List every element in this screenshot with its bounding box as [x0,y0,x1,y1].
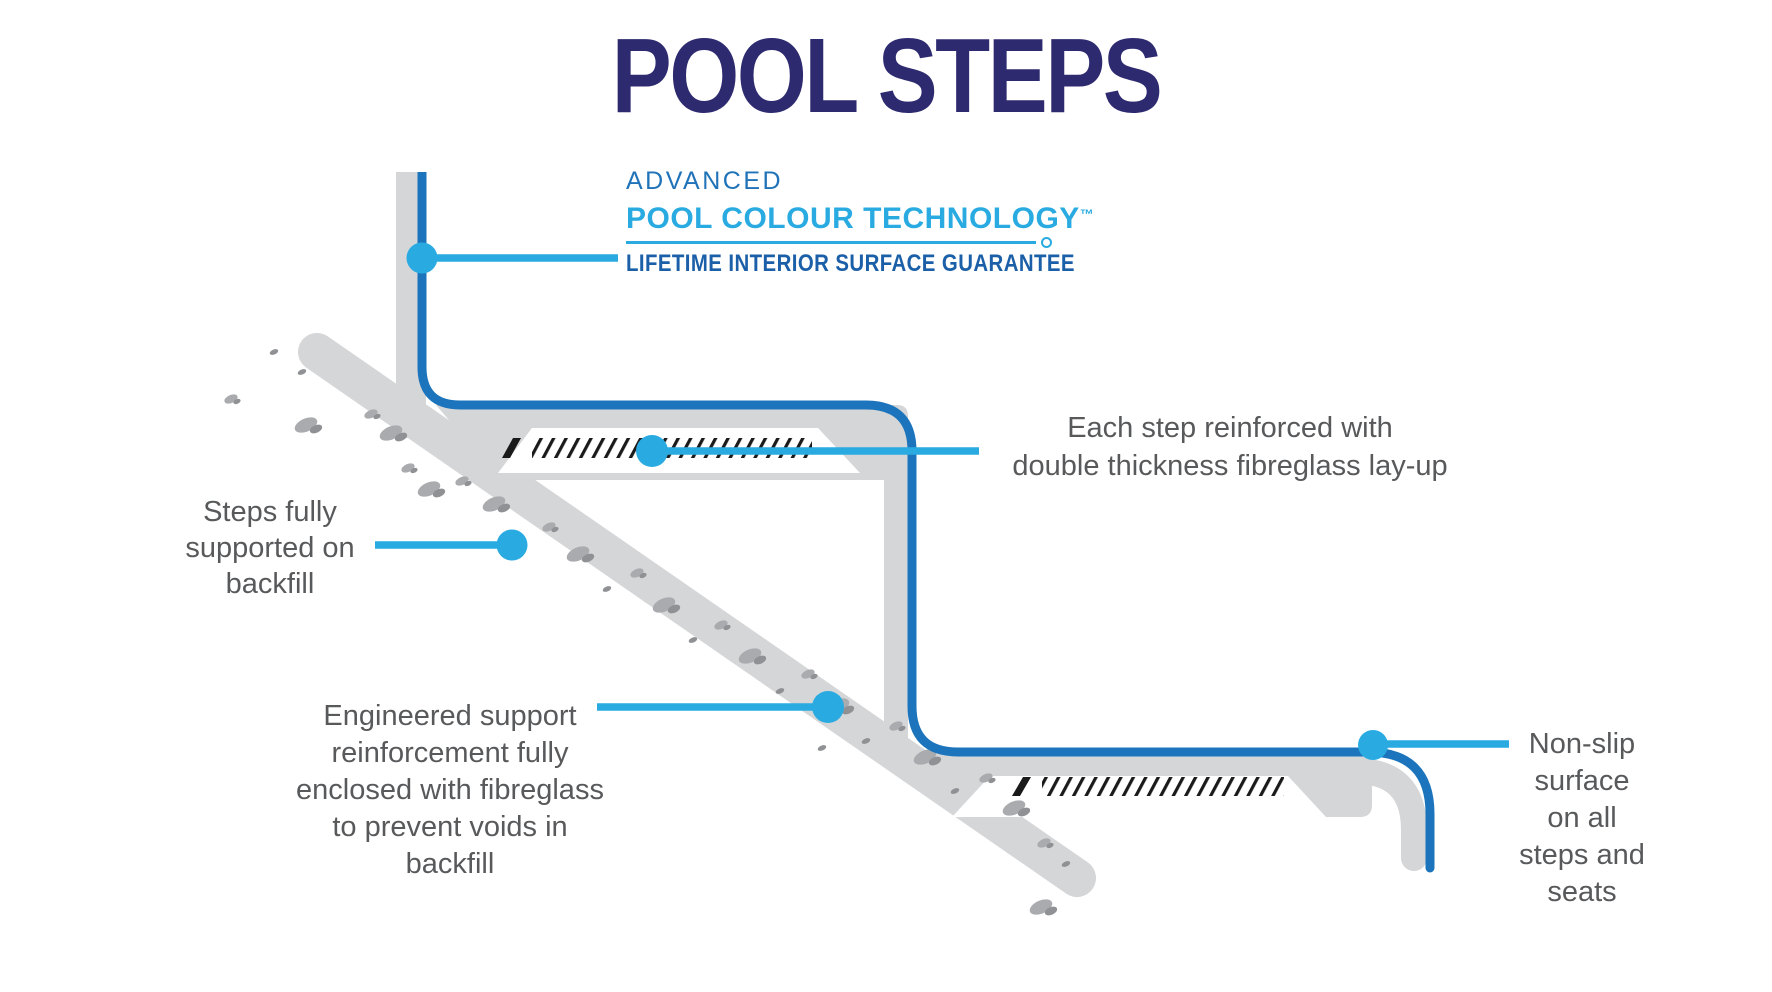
pebble [269,349,279,355]
callout-text-line: backfill [405,848,495,880]
callout-text-line: Non-slip [1528,728,1636,760]
callout-non-slip: Non-slip surface on all steps and seats [1519,726,1645,911]
pebble [688,637,698,643]
pebble [1046,842,1054,849]
pebble [1044,906,1058,916]
pebble [497,503,511,513]
callout-text-line: enclosed with fibreglass [296,774,604,806]
callout-text-line: Each step reinforced with [1067,412,1393,444]
pebble [898,725,906,732]
underline-end-circle [1041,237,1052,248]
branding-advanced-label: ADVANCED [626,167,784,195]
branding-lifetime-guarantee-label: LIFETIME INTERIOR SURFACE GUARANTEE [626,250,1075,277]
pebble [309,424,323,434]
pebble [639,572,647,579]
pebble [373,413,381,420]
step-2-hatch [1042,777,1284,796]
pebble [861,738,871,744]
callout-text-line: supported on [185,532,355,564]
pebble [723,624,731,631]
pebble [817,745,827,751]
callout-text-line: backfill [225,568,315,600]
pool-outline-tip [1425,863,1435,873]
callout-text-line: double thickness fibreglass lay-up [1012,450,1448,482]
callout-text-line: Engineered support [323,700,577,732]
pebble [950,788,960,794]
pebble [551,526,559,533]
step-1-hatch-start-mark [502,438,521,458]
callout-dot-non-slip [1358,730,1388,760]
callout-each-step: Each step reinforced with double thickne… [1012,409,1447,485]
callout-text-line: Steps fully [203,496,337,528]
step-riser-band [884,430,908,760]
callout-text-line: steps and [1519,839,1645,871]
pebble [581,553,595,563]
branding-pool-colour-technology-label: POOL COLOUR TECHNOLOGY™ [626,196,1154,237]
pebble [753,655,767,665]
advanced-tech-branding: ADVANCED POOL COLOUR TECHNOLOGY™ LIFETIM… [626,166,1154,278]
callout-text-line: reinforcement fully [331,737,569,769]
pebble [988,777,996,784]
pebble [233,398,241,405]
pebble [602,586,612,592]
callout-text-line: on all [1547,802,1617,834]
pebble [464,480,472,487]
backfill-slope-band [298,333,1096,897]
page-title: POOL STEPS [611,17,1163,135]
callout-text-line: surface [1534,765,1630,797]
pool-interior-outline [417,172,1435,868]
branding-underline [626,237,1052,248]
callout-engineered-support: Engineered support reinforcement fully e… [296,698,604,883]
pebble [410,467,418,474]
pebble [1017,807,1031,817]
pebble [432,488,446,498]
pebble [775,688,785,694]
pebble [810,673,818,680]
step-2-hatch-start-mark [1012,777,1031,796]
callout-dot-engineered [812,691,844,723]
trademark-symbol: ™ [1079,206,1094,222]
callout-dot-advanced-tech [406,242,438,274]
step-edge-hook [1342,758,1427,871]
pebble [841,705,855,715]
pebble [667,604,681,614]
callout-text-line: seats [1547,876,1617,908]
pebble [394,432,408,442]
branding-pct-text: POOL COLOUR TECHNOLOGY [626,202,1080,235]
pebble [928,756,942,766]
pebble [297,369,307,375]
callout-dot-each-step [636,435,668,467]
pebble [1061,861,1071,867]
callout-steps-fully: Steps fully supported on backfill [185,494,354,602]
backfill-pebbles [224,349,1071,916]
callout-text-line: to prevent voids in [332,811,568,843]
callout-dot-steps-fully [496,529,528,561]
